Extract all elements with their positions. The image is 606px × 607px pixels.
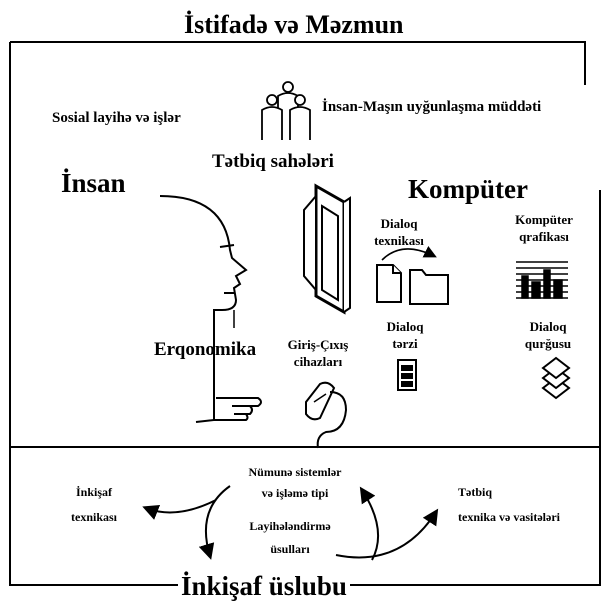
pointing-hand-icon xyxy=(195,392,262,423)
mouse-icon xyxy=(305,381,348,449)
dialog-device-line1: Dialoq xyxy=(529,319,567,334)
stacked-layers-icon xyxy=(541,356,571,400)
development-title: İnkişaf üslubu xyxy=(178,573,350,600)
folder-icon xyxy=(409,269,449,305)
design-methods-line1: Layihələndirmə xyxy=(249,519,331,533)
application-tools-line1: Tətbiq xyxy=(458,485,493,499)
human-frame xyxy=(9,190,601,448)
dialog-style-line2: tərzi xyxy=(392,336,418,351)
dev-technique-line1: İnkişaf xyxy=(75,485,113,499)
sample-systems-label: Nümunə sistemlər və işləmə tipi xyxy=(249,464,342,503)
application-tools-line2: texnika və vasitələri xyxy=(458,510,560,525)
social-label: Sosial layihə və işlər xyxy=(52,110,181,126)
monitor-icon xyxy=(303,183,351,315)
design-methods-line2: üsulları xyxy=(270,542,310,557)
dialog-technique-line1: Dialoq xyxy=(380,216,418,231)
people-group-icon xyxy=(261,81,311,140)
computer-graphics-label: Kompüter qrafikası xyxy=(515,213,573,243)
usage-frame xyxy=(10,41,586,85)
left-cycle-arc xyxy=(198,485,231,560)
io-devices-line2: cihazları xyxy=(293,354,343,369)
design-methods-label: Layihələndirmə üsulları xyxy=(249,518,330,559)
computer-graphics-line2: qrafikası xyxy=(519,229,569,244)
graphics-chart-icon xyxy=(516,261,568,299)
dialog-technique-label: Dialoq texnikası xyxy=(374,217,424,247)
adaptation-label: İnsan-Maşın uyğunlaşma müddəti xyxy=(322,99,542,115)
document-icon xyxy=(376,264,402,303)
usage-title: İstifadə və Məzmun xyxy=(180,12,408,38)
io-devices-line1: Giriş-Çıxış xyxy=(287,337,349,352)
right-cycle-arc xyxy=(359,486,379,561)
dialog-technique-line2: texnikası xyxy=(374,233,424,248)
dialog-window-icon xyxy=(397,359,417,391)
right-arrow-curve xyxy=(335,508,439,559)
ergonomics-label: Erqonomika xyxy=(154,339,257,360)
sample-systems-line1: Nümunə sistemlər xyxy=(248,465,342,479)
dev-technique-line2: texnikası xyxy=(70,510,118,525)
dialog-style-line1: Dialoq xyxy=(386,319,424,334)
sample-systems-line2: və işləmə tipi xyxy=(261,486,329,501)
dialog-device-line2: qurğusu xyxy=(524,336,572,351)
dialog-style-label: Dialoq tərzi xyxy=(387,320,424,350)
left-arrow-curve xyxy=(142,499,217,520)
dialog-transfer-arrow xyxy=(381,245,437,261)
face-eye xyxy=(219,244,235,248)
dev-technique-label: İnkişaf texnikası xyxy=(71,484,117,527)
dialog-device-label: Dialoq qurğusu xyxy=(525,320,571,350)
computer-graphics-line1: Kompüter xyxy=(515,212,573,227)
computer-title: Kompüter xyxy=(405,176,531,203)
human-face-icon xyxy=(159,195,248,392)
io-devices-label: Giriş-Çıxış cihazları xyxy=(288,338,349,368)
human-title: İnsan xyxy=(58,170,129,197)
application-areas-label: Tətbiq sahələri xyxy=(212,151,334,172)
application-tools-label: Tətbiq texnika və vasitələri xyxy=(458,484,560,527)
